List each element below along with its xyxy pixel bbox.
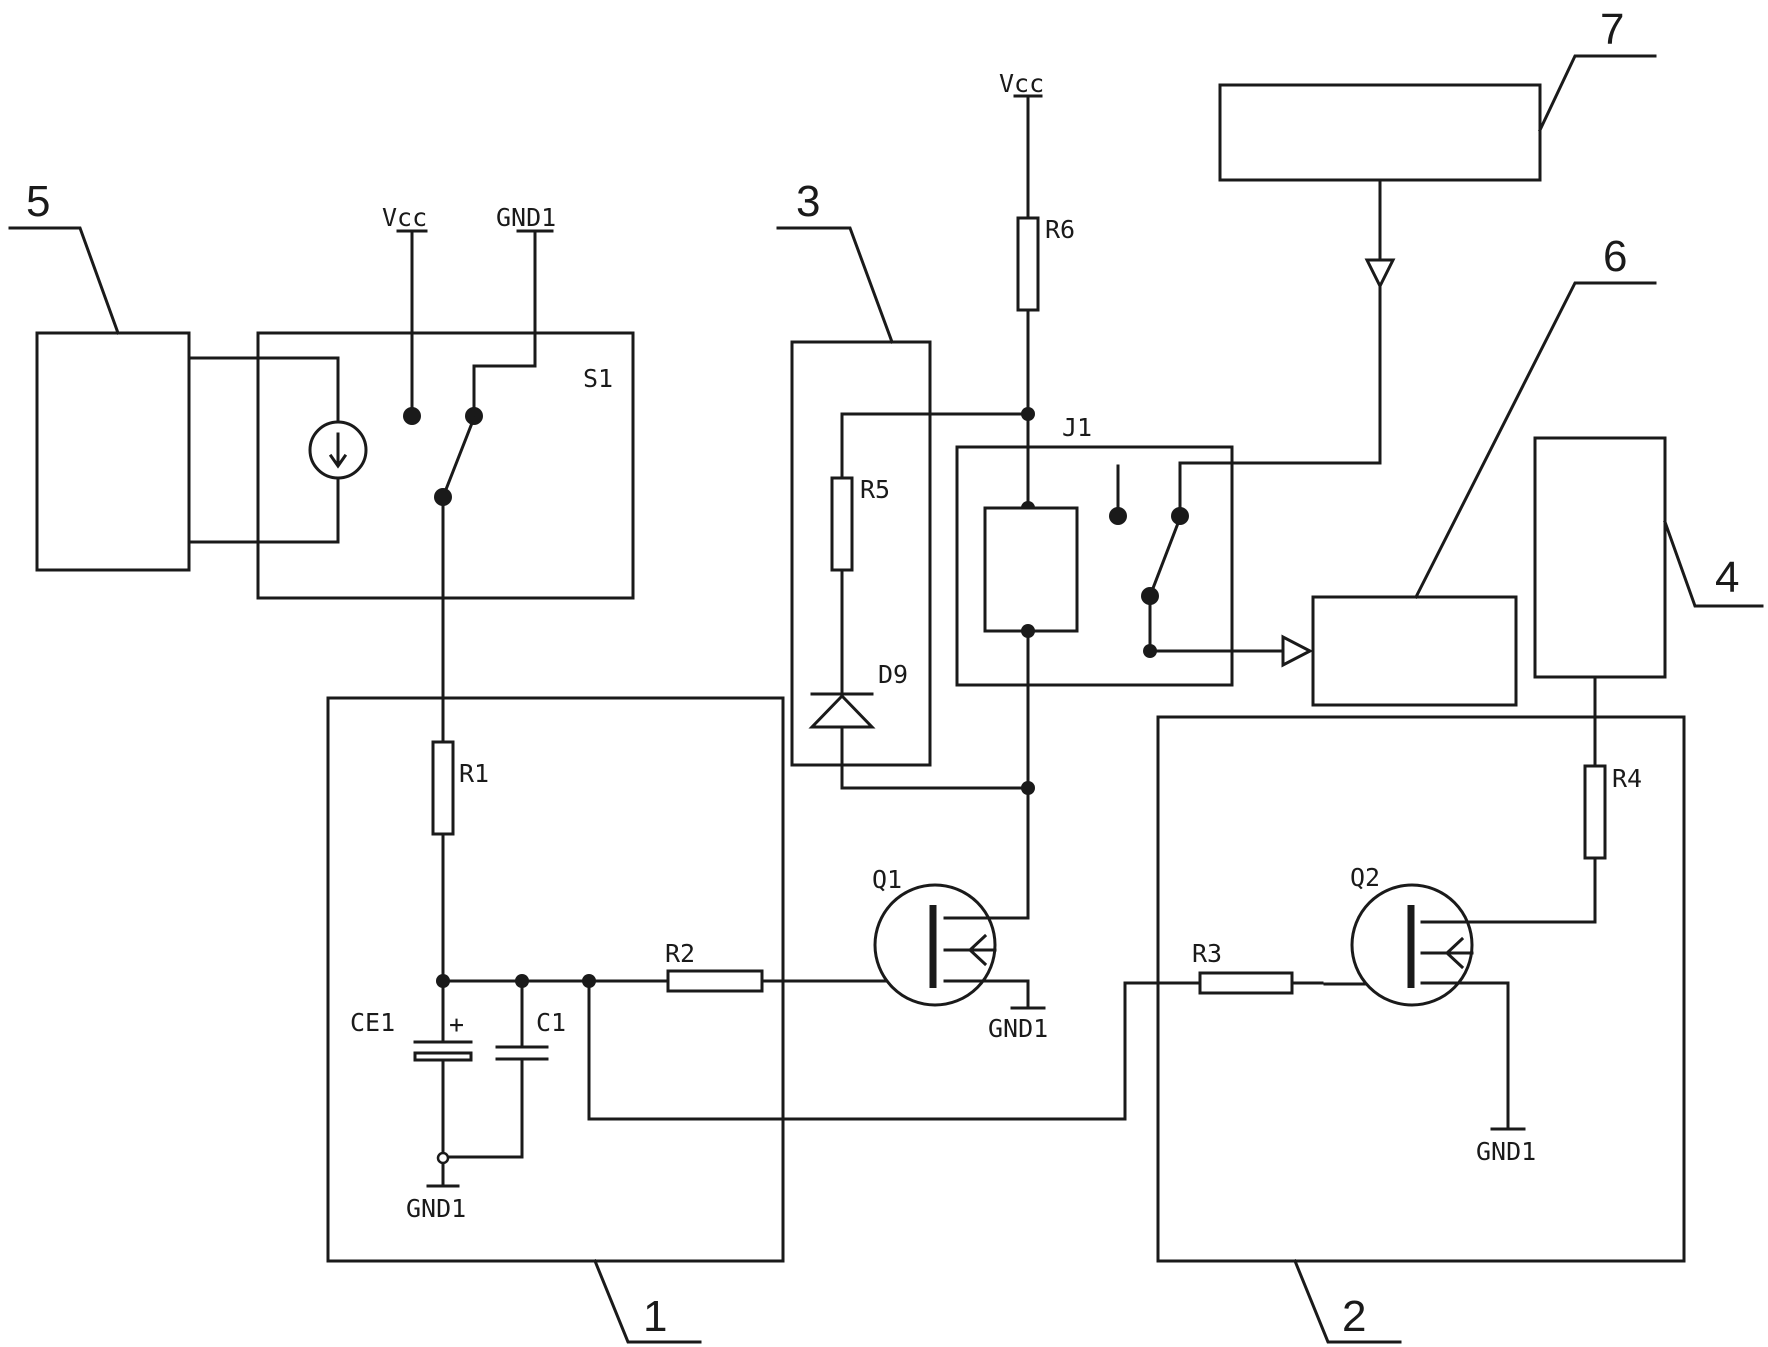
s1-lever	[441, 416, 476, 499]
resistor-r3	[1198, 971, 1294, 995]
relay-coil	[983, 506, 1079, 633]
r6-label: R6	[1045, 215, 1075, 244]
gnd1-s1-label: GND1	[496, 203, 556, 232]
callout-5: 5	[26, 177, 50, 226]
gnd1-q1-label: GND1	[988, 1014, 1048, 1043]
wire-gnd1-s1	[472, 231, 537, 416]
s1-label: S1	[583, 364, 613, 393]
callout-4: 4	[1715, 553, 1739, 602]
arrow-to-block6-icon	[1281, 634, 1314, 668]
wire-c1-to-ground	[447, 1057, 524, 1159]
resistor-r5	[830, 476, 854, 572]
resistor-r2	[666, 969, 764, 993]
callout-2-leader	[1293, 1259, 1402, 1344]
j1-label: J1	[1062, 413, 1092, 442]
callout-7-leader	[1538, 54, 1657, 132]
switch-s1-block	[256, 331, 635, 600]
vcc-s1-label: Vcc	[382, 203, 427, 232]
ce1-label: CE1	[350, 1008, 395, 1037]
callout-6-leader	[1413, 281, 1657, 600]
block-5	[35, 331, 191, 572]
q1-arrow-icon	[967, 933, 988, 967]
q2-arrow-icon	[1444, 936, 1465, 970]
j1-contact-nc	[1109, 507, 1127, 525]
block-4	[1533, 436, 1667, 679]
callout-1: 1	[643, 1292, 667, 1341]
callout-5-leader	[8, 226, 120, 335]
r4-label: R4	[1612, 764, 1642, 793]
callout-3: 3	[796, 177, 820, 226]
wire-node-to-r3	[587, 979, 1202, 1121]
d9-label: D9	[878, 660, 908, 689]
r2-label: R2	[665, 939, 695, 968]
r3-label: R3	[1192, 939, 1222, 968]
wire-5-to-source-bottom	[187, 476, 340, 544]
resistor-r1	[431, 740, 455, 836]
c1-label: C1	[536, 1008, 566, 1037]
wire-d9-bottom	[840, 725, 1030, 790]
wire-j1-to-block7	[1178, 283, 1382, 516]
r1-label: R1	[459, 759, 489, 788]
r5-label: R5	[860, 475, 890, 504]
callout-2: 2	[1342, 1292, 1366, 1341]
callout-4-leader	[1663, 520, 1764, 608]
ground-node	[436, 1151, 450, 1165]
callout-6: 6	[1603, 232, 1627, 281]
callout-7: 7	[1600, 5, 1624, 54]
wire-r5-top	[840, 412, 1030, 480]
block-2	[1156, 715, 1686, 1263]
j1-lever	[1148, 516, 1182, 598]
gnd1-c-label: GND1	[406, 1194, 466, 1223]
gnd1-q2-label: GND1	[1476, 1137, 1536, 1166]
q2-label: Q2	[1350, 863, 1380, 892]
resistor-r4	[1583, 764, 1607, 860]
q1-label: Q1	[872, 865, 902, 894]
ce1-plus-label: +	[449, 1010, 464, 1039]
block-7	[1218, 83, 1542, 182]
s1-contact-gnd	[465, 407, 483, 425]
relay-j1-block	[955, 445, 1234, 687]
block-3	[790, 340, 932, 767]
wire-5-to-source-top	[187, 356, 340, 424]
callout-1-leader	[593, 1259, 702, 1344]
vcc-top-label: Vcc	[999, 69, 1044, 98]
j1-contact-no	[1171, 507, 1189, 525]
callout-3-leader	[776, 226, 894, 344]
resistor-r6	[1016, 216, 1040, 312]
block-6	[1311, 595, 1518, 707]
current-source-arrowhead	[328, 453, 348, 469]
arrow-from-block7-icon	[1364, 258, 1396, 290]
diode-d9	[808, 693, 876, 729]
s1-contact-vcc	[403, 407, 421, 425]
